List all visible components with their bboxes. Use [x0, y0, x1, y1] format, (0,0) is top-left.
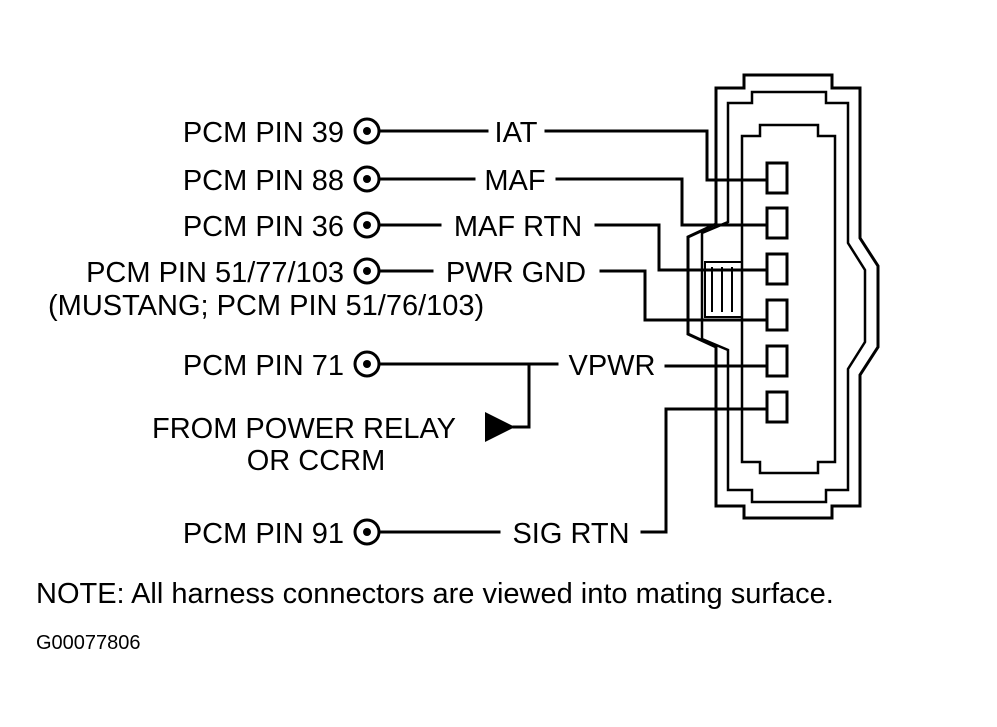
- pcm-pin-label: PCM PIN 71: [183, 350, 344, 382]
- wire-pwrgnd-to-connector: [599, 269, 769, 322]
- signal-label: SIG RTN: [512, 518, 629, 550]
- terminal-cavity: [765, 161, 789, 195]
- signal-label: MAF: [484, 165, 545, 197]
- signal-label: VPWR: [569, 350, 656, 382]
- pin-terminal-icon: [353, 117, 381, 145]
- terminal-cavity: [765, 344, 789, 378]
- note-text: NOTE: All harness connectors are viewed …: [36, 578, 834, 610]
- pin-terminals: [353, 117, 381, 546]
- pcm-pin-label: PCM PIN 39: [183, 117, 344, 149]
- pcm-pin-label: PCM PIN 36: [183, 211, 344, 243]
- wire-maf-to-connector: [555, 177, 769, 227]
- terminal-cavity: [765, 390, 789, 424]
- pin-terminal-icon: [353, 257, 381, 285]
- pcm-pin-alt-label: (MUSTANG; PCM PIN 51/76/103): [48, 290, 484, 322]
- terminal-cavity: [765, 252, 789, 286]
- power-source-label: OR CCRM: [247, 445, 386, 477]
- pin-terminal-icon: [353, 165, 381, 193]
- terminal-cavity: [765, 298, 789, 332]
- terminal-cavities: [765, 161, 789, 424]
- connector-outer-shell: [686, 73, 880, 520]
- wire-power-relay: [512, 362, 531, 429]
- pin-terminal-icon: [353, 518, 381, 546]
- signal-label: IAT: [495, 117, 538, 149]
- power-source-label: FROM POWER RELAY: [152, 413, 456, 445]
- connector-inner-cavity: [740, 123, 837, 475]
- signal-label: PWR GND: [446, 257, 586, 289]
- pin-terminal-icon: [353, 211, 381, 239]
- terminal-cavity: [765, 206, 789, 240]
- wire-iat-to-connector: [544, 129, 769, 182]
- pin-terminal-icon: [353, 350, 381, 378]
- connector-mid-outline: [700, 90, 867, 504]
- wire-sigrtn-to-connector: [640, 407, 769, 534]
- wire-mafrtn-to-connector: [594, 223, 769, 272]
- pcm-pin-label: PCM PIN 91: [183, 518, 344, 550]
- signal-label: MAF RTN: [454, 211, 582, 243]
- power-arrow-icon: [485, 412, 515, 442]
- figure-id: G00077806: [36, 632, 141, 654]
- pcm-pin-label: PCM PIN 88: [183, 165, 344, 197]
- pcm-pin-label: PCM PIN 51/77/103: [86, 257, 344, 289]
- wires: [379, 129, 769, 534]
